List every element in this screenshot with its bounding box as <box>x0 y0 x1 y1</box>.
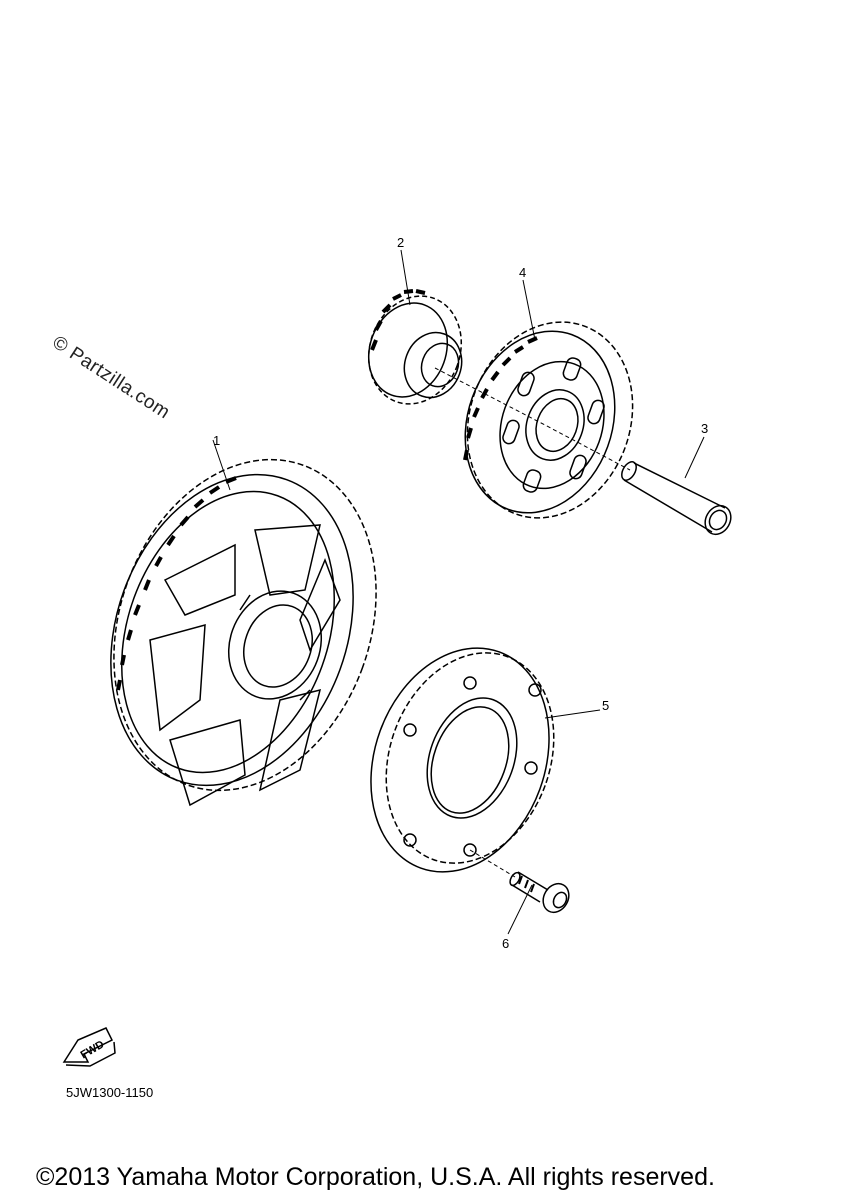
leader-lines <box>212 249 705 935</box>
callout-6: 6 <box>502 936 510 951</box>
callout-5: 5 <box>602 698 610 713</box>
callout-1: 1 <box>213 433 221 448</box>
idler-shaft[interactable] <box>619 459 736 539</box>
idler-gear-large[interactable] <box>441 299 660 542</box>
copyright-notice: ©2013 Yamaha Motor Corporation, U.S.A. A… <box>36 1163 715 1191</box>
clutch-bolt[interactable] <box>508 871 574 917</box>
callout-4: 4 <box>519 265 527 280</box>
callout-3: 3 <box>701 421 709 436</box>
callout-2: 2 <box>397 235 405 250</box>
idler-gear-small[interactable] <box>354 283 476 417</box>
starter-wheel-gear[interactable] <box>69 422 420 827</box>
fwd-arrow-icon <box>62 1027 116 1067</box>
diagram-code: 5JW1300-1150 <box>66 1085 154 1100</box>
starter-clutch[interactable] <box>341 623 582 897</box>
